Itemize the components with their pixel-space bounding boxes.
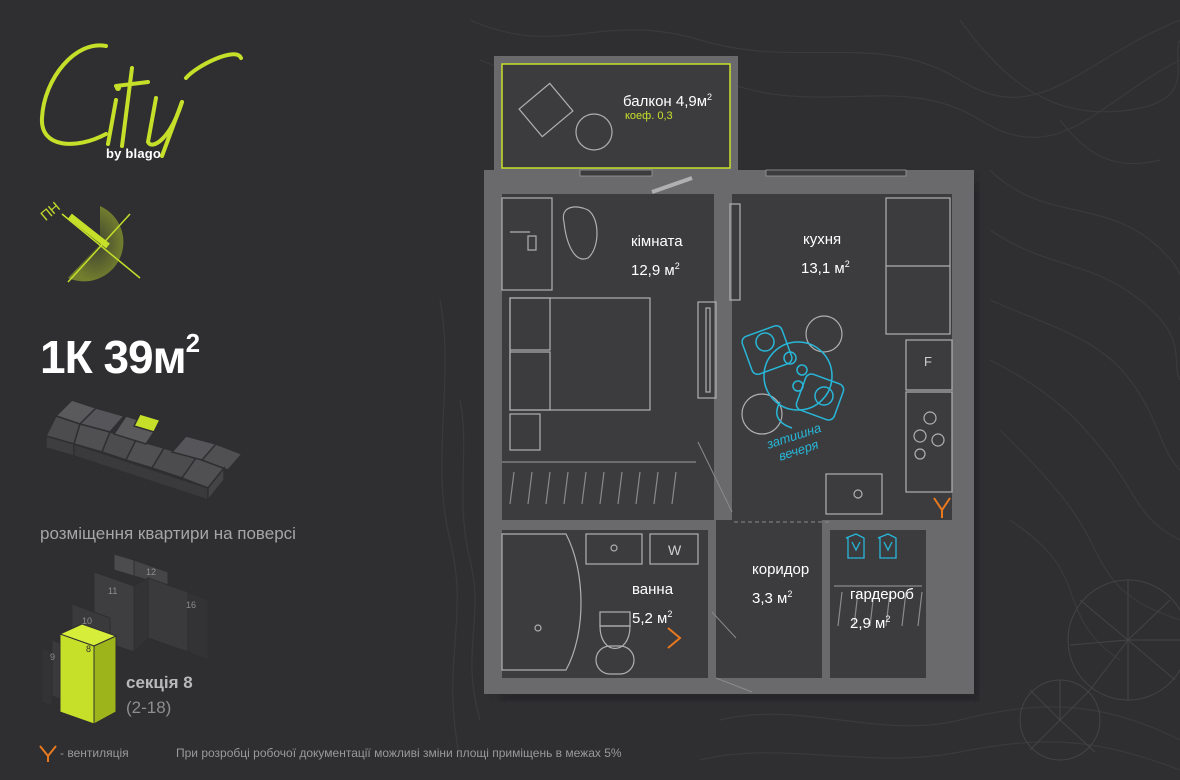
balcony-label: балкон 4,9м2 [623, 92, 713, 110]
ventilation-icon [39, 745, 57, 762]
stove [905, 391, 953, 493]
closet-hangers [509, 471, 677, 505]
building-number: 11 [108, 586, 117, 596]
logo-subtitle: by blago [106, 146, 162, 161]
balcony-door [651, 176, 693, 194]
bath-sink [585, 533, 643, 565]
fridge [905, 339, 953, 391]
corridor-room [716, 520, 822, 678]
balcony-chair [518, 82, 613, 151]
wardrobe-label: гардероб [850, 586, 914, 603]
bath-label: ванна [632, 581, 674, 598]
section-label: секція 8 [126, 673, 193, 692]
floor-plan [484, 56, 980, 702]
wardrobe-room [830, 530, 926, 678]
compass-icon [61, 206, 141, 283]
disclaimer: При розробці робочої документації можлив… [176, 746, 622, 760]
building-number: 12 [146, 567, 156, 577]
apartment-title: 1К 39м2 [40, 328, 201, 384]
section-building-map [41, 553, 209, 724]
wardrobe-area: 2,9 м2 [850, 614, 891, 632]
toilet-seat [595, 645, 635, 675]
desk [501, 197, 553, 291]
building-number: 8 [86, 644, 91, 654]
shirts-icon [845, 533, 897, 559]
washer [649, 533, 699, 565]
wall-cabinet [729, 203, 741, 301]
fridge-label: F [924, 354, 932, 369]
nightstand [509, 413, 541, 451]
floor-placement-map [44, 399, 244, 503]
toilet-bowl [599, 625, 631, 650]
building-number: 16 [186, 600, 196, 610]
city-logo [39, 43, 243, 158]
bathtub [501, 533, 582, 671]
section-building-numbers: 12 11 16 10 9 8 [50, 567, 196, 662]
legend-ventilation: - вентиляція [60, 746, 129, 760]
floor-placement-caption: розміщення квартири на поверсі [40, 524, 296, 543]
stool [741, 393, 783, 435]
apartment-area-sup: 2 [185, 328, 201, 358]
tv-stand [697, 301, 717, 399]
sink [825, 473, 883, 515]
room-label: кімната [631, 233, 683, 250]
kitchen-area: 13,1 м2 [801, 259, 850, 277]
wardrobe-hangers [837, 591, 923, 627]
building-number: 10 [82, 616, 92, 626]
corridor-label: коридор [752, 561, 810, 578]
apartment-area: 39м [103, 331, 186, 383]
section-floor-range: (2-18) [126, 698, 172, 717]
kitchen-room [732, 194, 952, 520]
balcony-coefficient: коеф. 0,3 [625, 110, 673, 122]
building-number: 9 [50, 652, 55, 662]
stool [805, 315, 843, 353]
room-area: 12,9 м2 [631, 261, 680, 279]
balcony-room [501, 63, 731, 169]
dinner-illustration [741, 324, 845, 429]
bathroom-room [502, 530, 708, 678]
washer-label: W [668, 542, 682, 558]
apartment-type: 1К [40, 331, 93, 383]
bath-area: 5,2 м2 [632, 609, 673, 627]
ventilation-icon [667, 497, 951, 649]
armchair [562, 206, 598, 260]
bedroom-room [502, 194, 714, 520]
corridor-area: 3,3 м2 [752, 589, 793, 607]
kitchen-label: кухня [803, 231, 842, 248]
